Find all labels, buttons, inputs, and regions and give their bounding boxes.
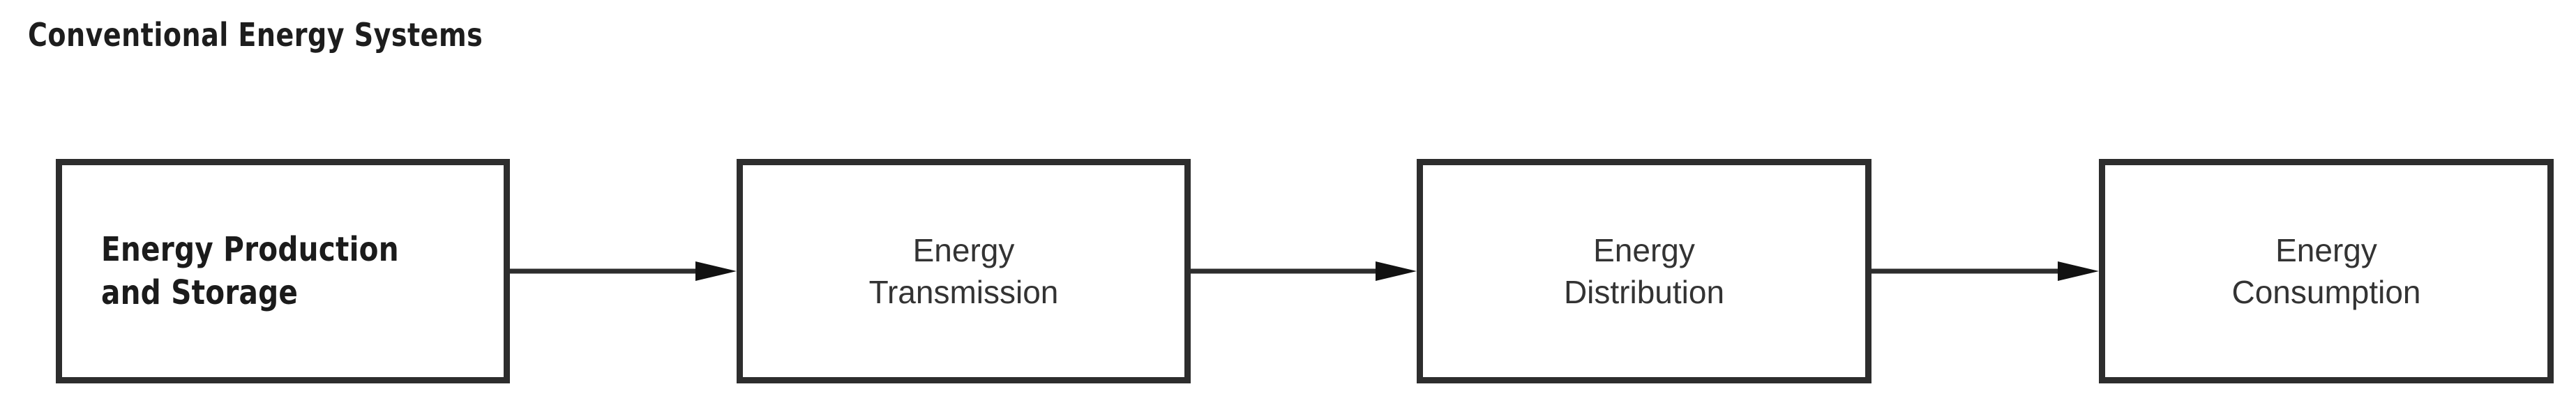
arrow-connector-1 [510,261,737,281]
node-content: Energy Distribution [1423,229,1865,313]
node-label-energy-transmission: Energy Transmission [868,232,1059,310]
node-content: Energy Production and Storage [62,228,504,314]
flow-node-energy-consumption[interactable]: Energy Consumption [2099,159,2554,383]
flow-node-energy-production-and-storage[interactable]: Energy Production and Storage [56,159,510,383]
arrow-connector-2 [1191,261,1417,281]
node-label-energy-distribution: Energy Distribution [1563,232,1725,310]
flow-node-energy-distribution[interactable]: Energy Distribution [1417,159,1871,383]
node-content: Energy Transmission [743,229,1184,313]
page-title: Conventional Energy Systems [28,16,483,54]
node-label-energy-consumption: Energy Consumption [2231,232,2421,310]
arrow-connector-3 [1871,261,2099,281]
flow-node-energy-transmission[interactable]: Energy Transmission [737,159,1191,383]
node-content: Energy Consumption [2105,229,2547,313]
node-label-energy-production-and-storage: Energy Production and Storage [101,230,399,312]
energy-flow-row: Energy Production and Storage Energy Tra… [0,159,2576,383]
